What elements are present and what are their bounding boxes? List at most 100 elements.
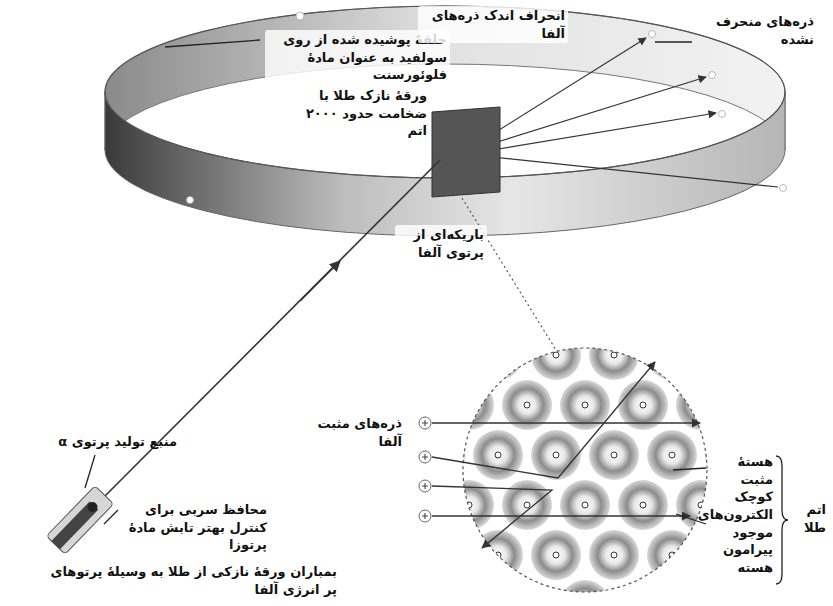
gold-atom <box>589 330 639 380</box>
nucleus <box>466 602 472 606</box>
gold-atom <box>705 330 755 380</box>
electron-cloud <box>676 580 726 606</box>
ring-front-wall <box>105 92 785 236</box>
electron-cloud <box>502 580 552 606</box>
nucleus <box>495 352 501 358</box>
gold-atom <box>531 430 581 480</box>
electron-cloud <box>531 330 581 380</box>
particle-ring <box>419 451 431 463</box>
nucleus <box>437 352 443 358</box>
gold-atoms <box>415 330 755 606</box>
gold-atom <box>531 530 581 580</box>
beam-label: باریکه‌ای از پرتوی آلفا <box>395 225 487 262</box>
gold-atom <box>647 430 697 480</box>
nucleus <box>495 452 501 458</box>
alpha-particles <box>419 417 431 522</box>
source-label: منبع تولید پرتوی α <box>30 432 180 452</box>
nucleus <box>582 402 588 408</box>
nucleus <box>727 452 733 458</box>
gold-atom <box>473 330 523 380</box>
nucleus <box>524 402 530 408</box>
electron-cloud <box>473 330 523 380</box>
particle-ring <box>419 480 431 492</box>
leader-lines <box>85 40 706 524</box>
electron-cloud <box>415 430 465 480</box>
alpha-particle <box>419 510 431 522</box>
electron-cloud <box>473 430 523 480</box>
gold-atom <box>415 330 465 380</box>
particle-ring <box>419 510 431 522</box>
nucleus <box>553 552 559 558</box>
electron-cloud <box>647 530 697 580</box>
electron-cloud <box>531 430 581 480</box>
gold-atom <box>618 580 668 606</box>
nucleus-label: هستهٔ مثبت کوچک <box>708 452 776 507</box>
nucleus <box>553 452 559 458</box>
caption: بمباران ورقهٔ نازکی از طلا به وسیلهٔ پرت… <box>40 562 340 599</box>
plus-sign <box>422 483 428 489</box>
gold-atom <box>618 480 668 530</box>
gold-atom <box>473 430 523 480</box>
particle-ring <box>419 417 431 429</box>
gold-atom <box>415 530 465 580</box>
nucleus <box>437 452 443 458</box>
electron-cloud <box>647 430 697 480</box>
nucleus <box>524 502 530 508</box>
gold-atom <box>502 580 552 606</box>
electron-cloud <box>589 330 639 380</box>
nucleus <box>669 452 675 458</box>
gold-atom <box>560 580 610 606</box>
gold-atom <box>502 480 552 530</box>
electron-cloud <box>531 530 581 580</box>
plus-sign <box>422 420 428 426</box>
gold-atom <box>531 330 581 380</box>
zoom-link <box>462 198 556 350</box>
nucleus <box>611 552 617 558</box>
nucleus <box>698 402 704 408</box>
gold-atom <box>415 430 465 480</box>
electron-cloud <box>560 580 610 606</box>
gold-atom <box>647 530 697 580</box>
nucleus <box>553 352 559 358</box>
gold-atom <box>589 530 639 580</box>
nucleus <box>582 502 588 508</box>
electron-cloud <box>444 580 494 606</box>
electron-cloud <box>647 330 697 380</box>
nucleus <box>466 402 472 408</box>
gold-atom <box>560 480 610 530</box>
alpha-source <box>46 486 113 554</box>
nucleus <box>669 352 675 358</box>
electron-cloud <box>560 480 610 530</box>
alpha-rays <box>475 38 778 187</box>
nucleus <box>640 602 646 606</box>
nucleus <box>611 452 617 458</box>
deflection-label: انحراف اندک ذره‌های آلفا <box>418 6 568 43</box>
plus-sign <box>422 513 428 519</box>
gold-atom <box>589 430 639 480</box>
zoom-circle <box>463 348 707 592</box>
alpha-particle <box>419 480 431 492</box>
plus-sign <box>422 454 428 460</box>
nucleus <box>640 502 646 508</box>
particle-label: ذره‌های مثبت آلفا <box>300 414 405 451</box>
nucleus <box>437 552 443 558</box>
nucleus <box>582 602 588 606</box>
alpha-particle <box>419 451 431 463</box>
foil-label: ورقهٔ نازک طلا با ضخامت حدود ۲۰۰۰ اتم <box>280 86 430 141</box>
electron-cloud <box>415 330 465 380</box>
particle-paths <box>432 362 700 548</box>
electron-cloud <box>589 430 639 480</box>
nucleus <box>727 352 733 358</box>
shield-label: محافظ سربی برای کنترل بهتر تابش مادهٔ پر… <box>120 500 270 555</box>
gold-atom <box>676 480 726 530</box>
nucleus <box>611 352 617 358</box>
electron-cloud <box>705 330 755 380</box>
gold-atom <box>647 330 697 380</box>
electron-cloud <box>618 580 668 606</box>
electron-cloud <box>618 480 668 530</box>
undeflected-label: ذره‌های منحرف نشده <box>695 12 817 49</box>
electron-cloud <box>676 480 726 530</box>
gold-atom <box>444 580 494 606</box>
alpha-beam-arrow <box>300 261 340 301</box>
